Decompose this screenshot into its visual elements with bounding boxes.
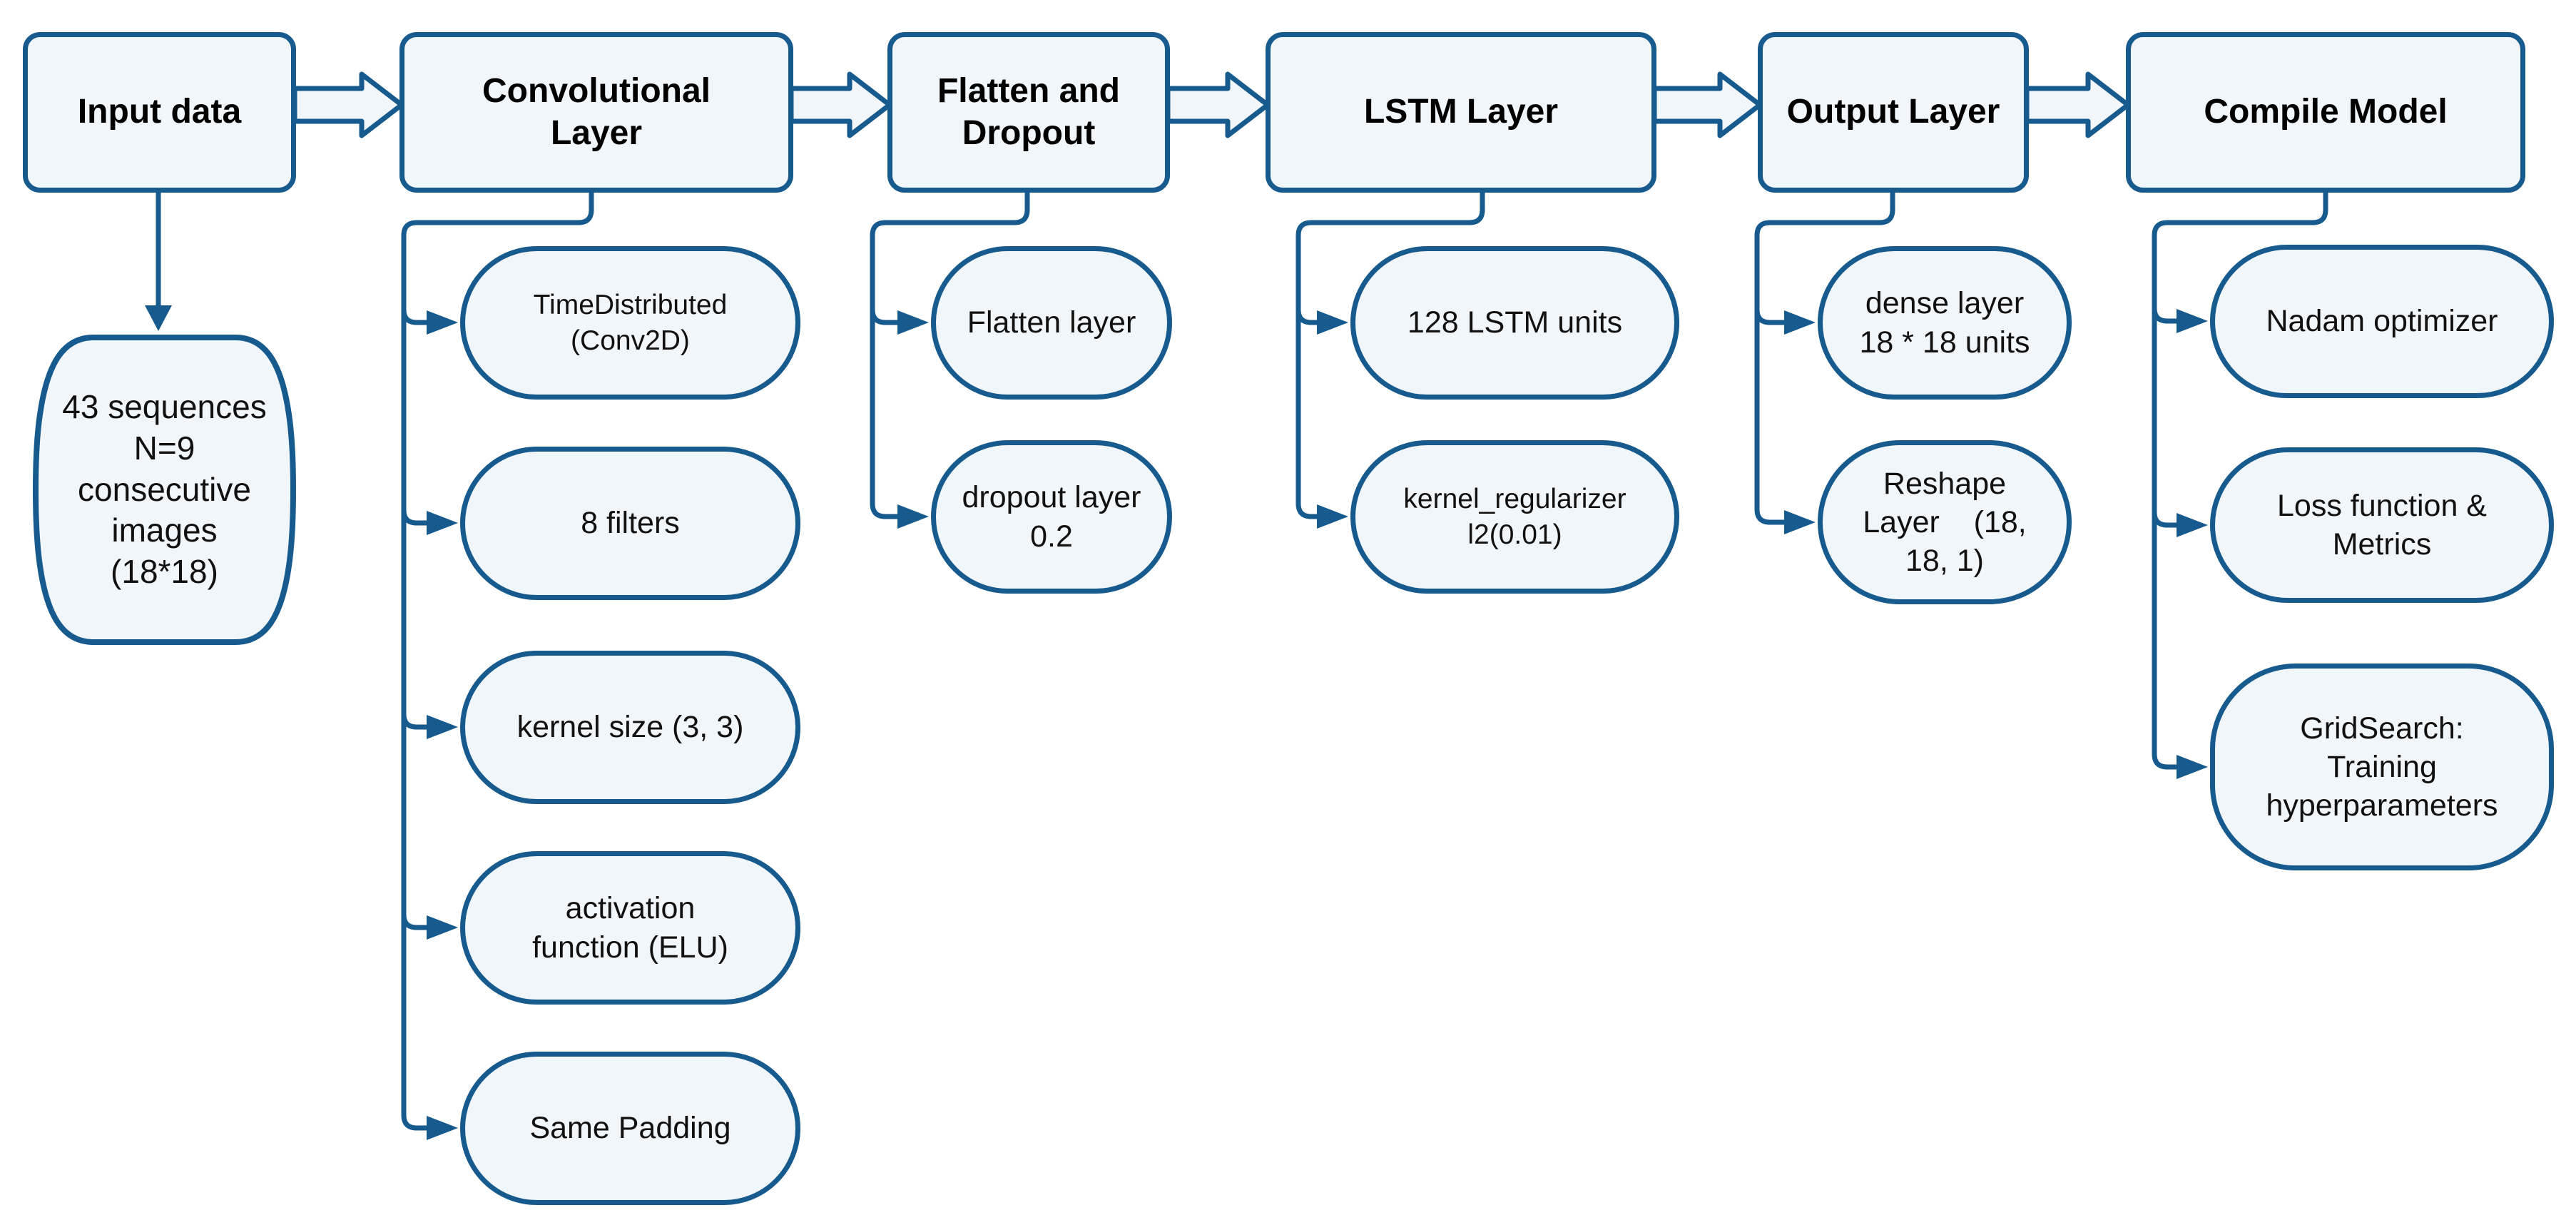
connector-line bbox=[1295, 188, 1485, 519]
detail-8-filters: 8 filters bbox=[460, 447, 800, 600]
arrowhead-icon bbox=[897, 310, 929, 335]
detail-label: kernel_regularizer l2(0.01) bbox=[1403, 484, 1626, 550]
connector-line bbox=[2152, 188, 2328, 770]
stage-title: Compile Model bbox=[2204, 93, 2448, 131]
flow-arrow-icon bbox=[1651, 71, 1763, 138]
detail-loss-function-metrics: Loss function & Metrics bbox=[2210, 447, 2554, 603]
stage-title: Convolutional Layer bbox=[482, 71, 711, 152]
flow-arrow-icon bbox=[292, 71, 2131, 138]
detail-activation-function: activation function (ELU) bbox=[460, 851, 800, 1005]
detail-label: dense layer 18 * 18 units bbox=[1859, 286, 2030, 360]
detail-label: GridSearch: Training hyperparameters bbox=[2266, 711, 2498, 823]
stage-output-layer: Output Layer bbox=[1758, 32, 2029, 193]
connector-line bbox=[401, 507, 429, 526]
detail-label: Same Padding bbox=[529, 1111, 731, 1146]
detail-timedistributed-conv2d: TimeDistributed (Conv2D) bbox=[460, 246, 800, 400]
arrowhead-icon bbox=[427, 715, 458, 739]
arrowhead-icon bbox=[2177, 755, 2208, 779]
detail-label: dropout layer 0.2 bbox=[962, 480, 1141, 554]
flow-arrow-icon bbox=[1165, 71, 1271, 138]
connector-line bbox=[401, 912, 429, 930]
connector-line bbox=[870, 188, 1030, 519]
connector-line bbox=[1754, 307, 1787, 325]
stage-lstm-layer: LSTM Layer bbox=[1266, 32, 1656, 193]
detail-label: kernel size (3, 3) bbox=[516, 710, 744, 745]
detail-label: 8 filters bbox=[581, 506, 680, 541]
connector-line bbox=[1754, 188, 1895, 525]
arrowhead-icon bbox=[427, 310, 458, 335]
stage-title: Flatten and Dropout bbox=[937, 71, 1120, 152]
connector-flatten-column bbox=[870, 188, 1030, 529]
detail-label: Flatten layer bbox=[967, 305, 1136, 340]
detail-label: 128 LSTM units bbox=[1407, 305, 1623, 340]
detail-nadam-optimizer: Nadam optimizer bbox=[2210, 245, 2554, 398]
barrel-outline bbox=[33, 335, 296, 645]
connector-lstm-column bbox=[1295, 188, 1485, 529]
arrowhead-icon bbox=[2177, 513, 2208, 537]
detail-flatten-layer: Flatten layer bbox=[931, 246, 1172, 400]
detail-label: activation function (ELU) bbox=[532, 891, 728, 965]
stage-title: LSTM Layer bbox=[1363, 93, 1559, 131]
detail-reshape-layer: Reshape Layer (18, 18, 1) bbox=[1818, 440, 2072, 604]
stage-compile-model: Compile Model bbox=[2126, 32, 2525, 193]
barrel-shape bbox=[33, 335, 296, 645]
detail-label: 43 sequences N=9 consecutive images (18*… bbox=[62, 387, 267, 591]
detail-gridsearch-hyperparameters: GridSearch: Training hyperparameters bbox=[2210, 664, 2554, 870]
arrowhead-icon bbox=[427, 511, 458, 535]
connector-output-column bbox=[1754, 188, 1895, 534]
detail-kernel-size: kernel size (3, 3) bbox=[460, 651, 800, 804]
connector-line bbox=[2152, 509, 2179, 528]
stage-title: Input data bbox=[77, 93, 242, 131]
connector-input-column bbox=[145, 190, 172, 331]
arrowhead-icon bbox=[1784, 510, 1816, 534]
flow-arrow-icon bbox=[292, 71, 404, 138]
connector-line bbox=[870, 307, 900, 325]
detail-label: TimeDistributed (Conv2D) bbox=[533, 290, 728, 356]
detail-kernel-regularizer: kernel_regularizer l2(0.01) bbox=[1350, 440, 1679, 594]
arrowhead-icon bbox=[1317, 310, 1348, 335]
arrowhead-icon bbox=[1317, 504, 1348, 529]
arrowhead-icon bbox=[427, 1116, 458, 1140]
flow-arrow-icon bbox=[2024, 71, 2131, 138]
arrowhead-icon bbox=[897, 504, 929, 529]
detail-dense-layer: dense layer 18 * 18 units bbox=[1818, 246, 2072, 400]
connector-compile-column bbox=[2152, 188, 2328, 779]
connector-line bbox=[401, 307, 429, 325]
connector-conv-column bbox=[401, 188, 594, 1140]
arrowhead-icon bbox=[1784, 310, 1816, 335]
connector-line bbox=[401, 711, 429, 730]
arrowhead-icon bbox=[427, 915, 458, 940]
stage-flatten-and-dropout: Flatten and Dropout bbox=[887, 32, 1170, 193]
detail-lstm-units: 128 LSTM units bbox=[1350, 246, 1679, 400]
flow-arrow-icon bbox=[788, 71, 892, 138]
stage-convolutional-layer: Convolutional Layer bbox=[399, 32, 793, 193]
detail-input-sequences: 43 sequences N=9 consecutive images (18*… bbox=[31, 330, 298, 649]
detail-dropout-layer: dropout layer 0.2 bbox=[931, 440, 1172, 594]
arrowhead-icon bbox=[145, 305, 172, 331]
detail-label: Nadam optimizer bbox=[2266, 304, 2498, 339]
connector-line bbox=[1295, 307, 1320, 325]
detail-label: Loss function & Metrics bbox=[2276, 488, 2487, 561]
connector-line bbox=[401, 188, 594, 1131]
arrowhead-icon bbox=[2177, 309, 2208, 333]
detail-label: Reshape Layer (18, 18, 1) bbox=[1863, 466, 2027, 579]
stage-input-data: Input data bbox=[23, 32, 296, 193]
detail-same-padding: Same Padding bbox=[460, 1052, 800, 1205]
stage-title: Output Layer bbox=[1786, 93, 2000, 131]
connector-line bbox=[2152, 305, 2179, 324]
